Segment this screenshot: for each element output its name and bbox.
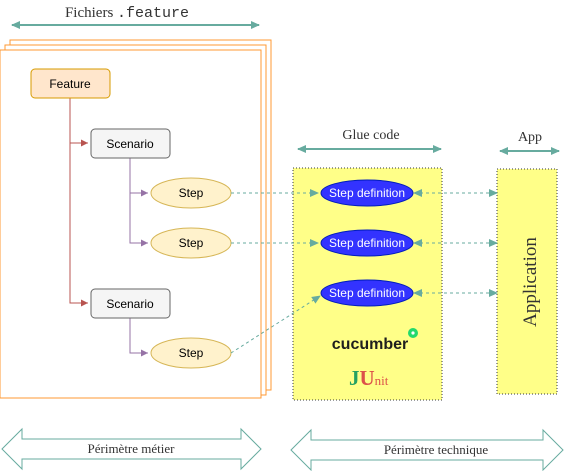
business-scope-arrow: Périmètre métier	[1, 427, 262, 471]
cucumber-leaf-icon	[408, 328, 418, 338]
svg-text:JUnit: JUnit	[349, 366, 389, 390]
feature-node: Feature	[30, 68, 111, 99]
app-label: App	[518, 130, 542, 145]
technical-scope-label: Périmètre technique	[384, 442, 489, 457]
step-definition-node: Step definition	[320, 179, 414, 207]
business-scope-label: Périmètre métier	[88, 441, 176, 456]
step-definition-label: Step definition	[329, 236, 405, 250]
cucumber-logo-text: cucumber	[332, 336, 408, 353]
step-definition-label: Step definition	[329, 286, 405, 300]
step-to-definition-links	[230, 189, 321, 354]
step-node-label: Step	[179, 346, 204, 360]
step-definition-node: Step definition	[320, 279, 414, 307]
step-definition-node: Step definition	[320, 229, 414, 257]
step-node-label: Step	[179, 186, 204, 200]
cucumber-logo: cucumber	[332, 328, 418, 353]
tree-connectors	[69, 98, 148, 357]
feature-files-label: Fichiers .feature	[65, 5, 189, 22]
scenario-node-label: Scenario	[106, 137, 154, 151]
application-box	[496, 168, 558, 395]
scenario-node: Scenario	[90, 288, 171, 319]
technical-scope-arrow: Périmètre technique	[290, 428, 564, 471]
junit-logo: JUnit	[349, 366, 389, 390]
scenario-node-label: Scenario	[106, 297, 154, 311]
step-node-label: Step	[179, 236, 204, 250]
application-label: Application	[520, 237, 541, 327]
definition-to-application-links	[413, 189, 498, 297]
step-node: Step	[150, 337, 232, 369]
step-node: Step	[150, 177, 232, 209]
glue-code-label: Glue code	[342, 128, 399, 143]
feature-node-label: Feature	[49, 77, 91, 91]
step-definition-label: Step definition	[329, 186, 405, 200]
step-node: Step	[150, 227, 232, 259]
scenario-node: Scenario	[90, 128, 171, 159]
